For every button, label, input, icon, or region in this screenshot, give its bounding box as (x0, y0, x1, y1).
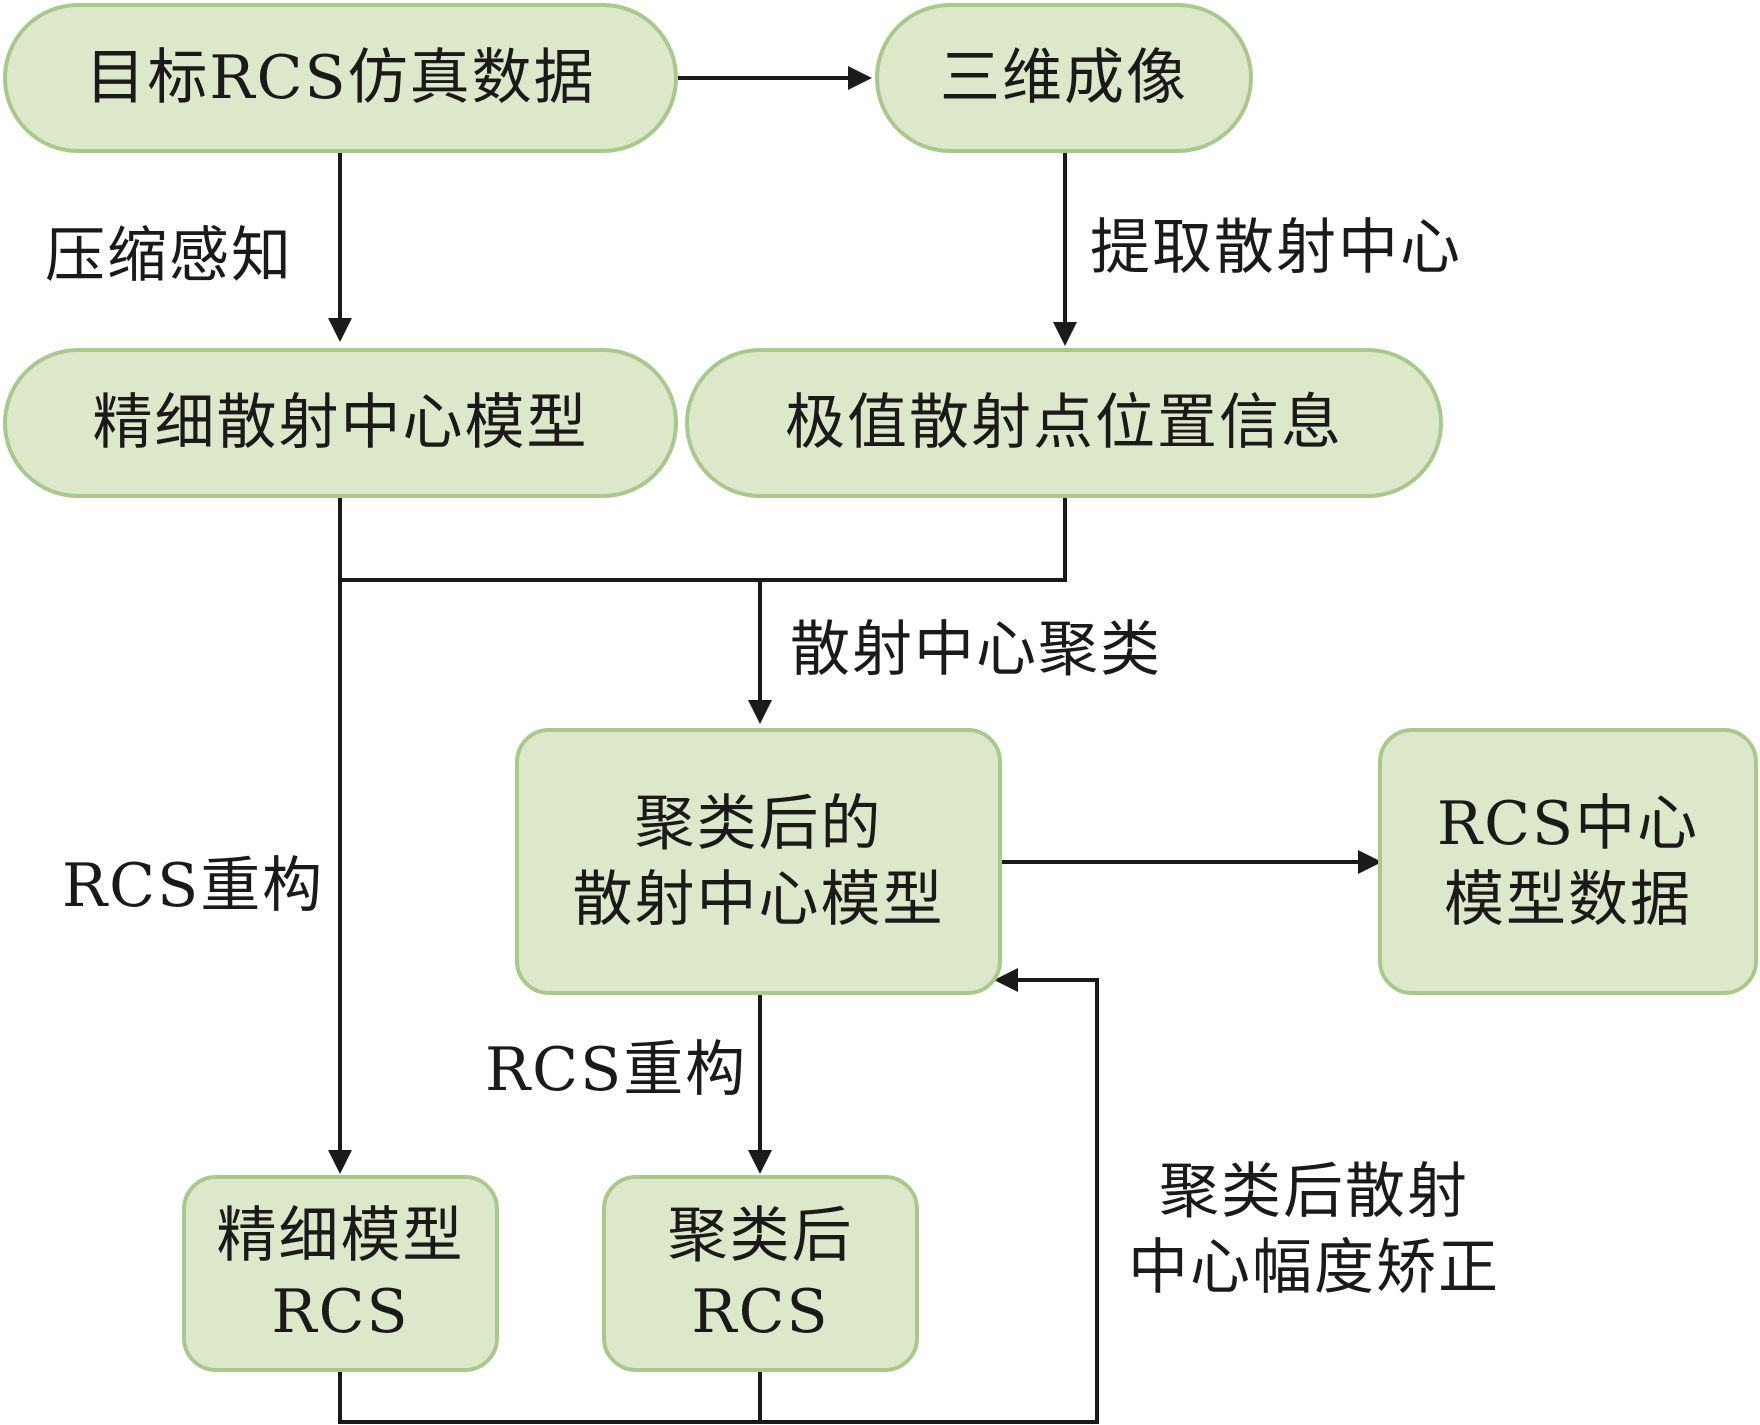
edge-label-compressed-sensing: 压缩感知 (45, 221, 293, 291)
edge-label-rcs-reconstruction-left: RCS重构 (62, 851, 325, 921)
node-fine-model-rcs: 精细模型 RCS (182, 1175, 499, 1372)
node-label: 三维成像 (940, 43, 1188, 113)
node-rcs-center-model-data: RCS中心 模型数据 (1378, 728, 1758, 995)
node-label-line-2: 模型数据 (1444, 864, 1692, 935)
arrow-head (748, 700, 772, 724)
node-label-line-1: 聚类后 (667, 1200, 854, 1271)
node-label-line-2: RCS (271, 1276, 410, 1347)
node-label-line-2: RCS (691, 1276, 830, 1347)
node-label-line-1: 聚类后的 (634, 788, 883, 859)
arrow-head (748, 1150, 772, 1174)
arrow-head (328, 318, 352, 342)
edge-label-extract-scattering-centers: 提取散射中心 (1090, 213, 1462, 283)
node-clustered-scattering-center-model: 聚类后的 散射中心模型 (515, 728, 1002, 995)
edge-feedback-loop (338, 978, 1099, 1424)
node-label: 极值散射点位置信息 (785, 388, 1343, 458)
arrow-head (848, 66, 872, 90)
node-label-line-1: 精细模型 (216, 1200, 465, 1271)
arrow-head (328, 1150, 352, 1174)
node-clustered-rcs: 聚类后 RCS (602, 1175, 919, 1372)
arrow-head (1053, 322, 1077, 346)
edge-label-line-1: 聚类后散射 (1159, 1157, 1469, 1227)
node-extreme-scattering-point-info: 极值散射点位置信息 (685, 348, 1443, 498)
node-label: 精细散射中心模型 (92, 388, 589, 458)
edge-label-amplitude-correction: 聚类后散射 中心幅度矫正 (1128, 1154, 1500, 1306)
edge-label-scattering-center-clustering: 散射中心聚类 (790, 615, 1162, 685)
node-3d-imaging: 三维成像 (875, 3, 1253, 153)
edge-label-rcs-reconstruction-middle: RCS重构 (485, 1035, 748, 1105)
edge-label-line-2: 中心幅度矫正 (1128, 1233, 1500, 1303)
arrow-head (1358, 850, 1382, 874)
node-rcs-simulation-data: 目标RCS仿真数据 (3, 3, 678, 153)
node-label-line-2: 散射中心模型 (572, 864, 945, 935)
node-label: 目标RCS仿真数据 (85, 43, 596, 113)
edge-extreme-to-merge (340, 498, 1067, 582)
node-fine-scattering-center-model: 精细散射中心模型 (3, 348, 678, 498)
arrow-head (994, 968, 1018, 992)
node-label-line-1: RCS中心 (1436, 788, 1700, 859)
